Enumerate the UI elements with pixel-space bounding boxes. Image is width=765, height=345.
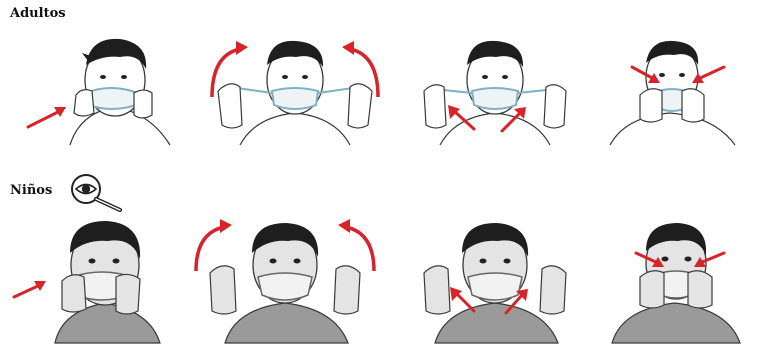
- adult-step-4-illustration: [600, 35, 750, 145]
- adult-step-2-illustration: [200, 35, 390, 145]
- section-heading-children: Niños: [10, 183, 52, 198]
- red-arrow-icon: [14, 281, 46, 297]
- child-step-2-illustration: [190, 215, 380, 343]
- section-heading-adults: Adultos: [10, 6, 66, 21]
- adult-step-1-illustration: [20, 35, 190, 145]
- adult-step-3-illustration: [410, 35, 580, 145]
- red-arrow-icon: [28, 107, 66, 127]
- red-arrow-icon: [338, 219, 374, 271]
- child-step-4-illustration: [600, 215, 760, 343]
- child-step-1-illustration: [10, 215, 180, 343]
- red-arrow-icon: [196, 219, 232, 271]
- eye-magnifier-icon: [68, 172, 134, 214]
- child-step-3-illustration: [410, 215, 580, 343]
